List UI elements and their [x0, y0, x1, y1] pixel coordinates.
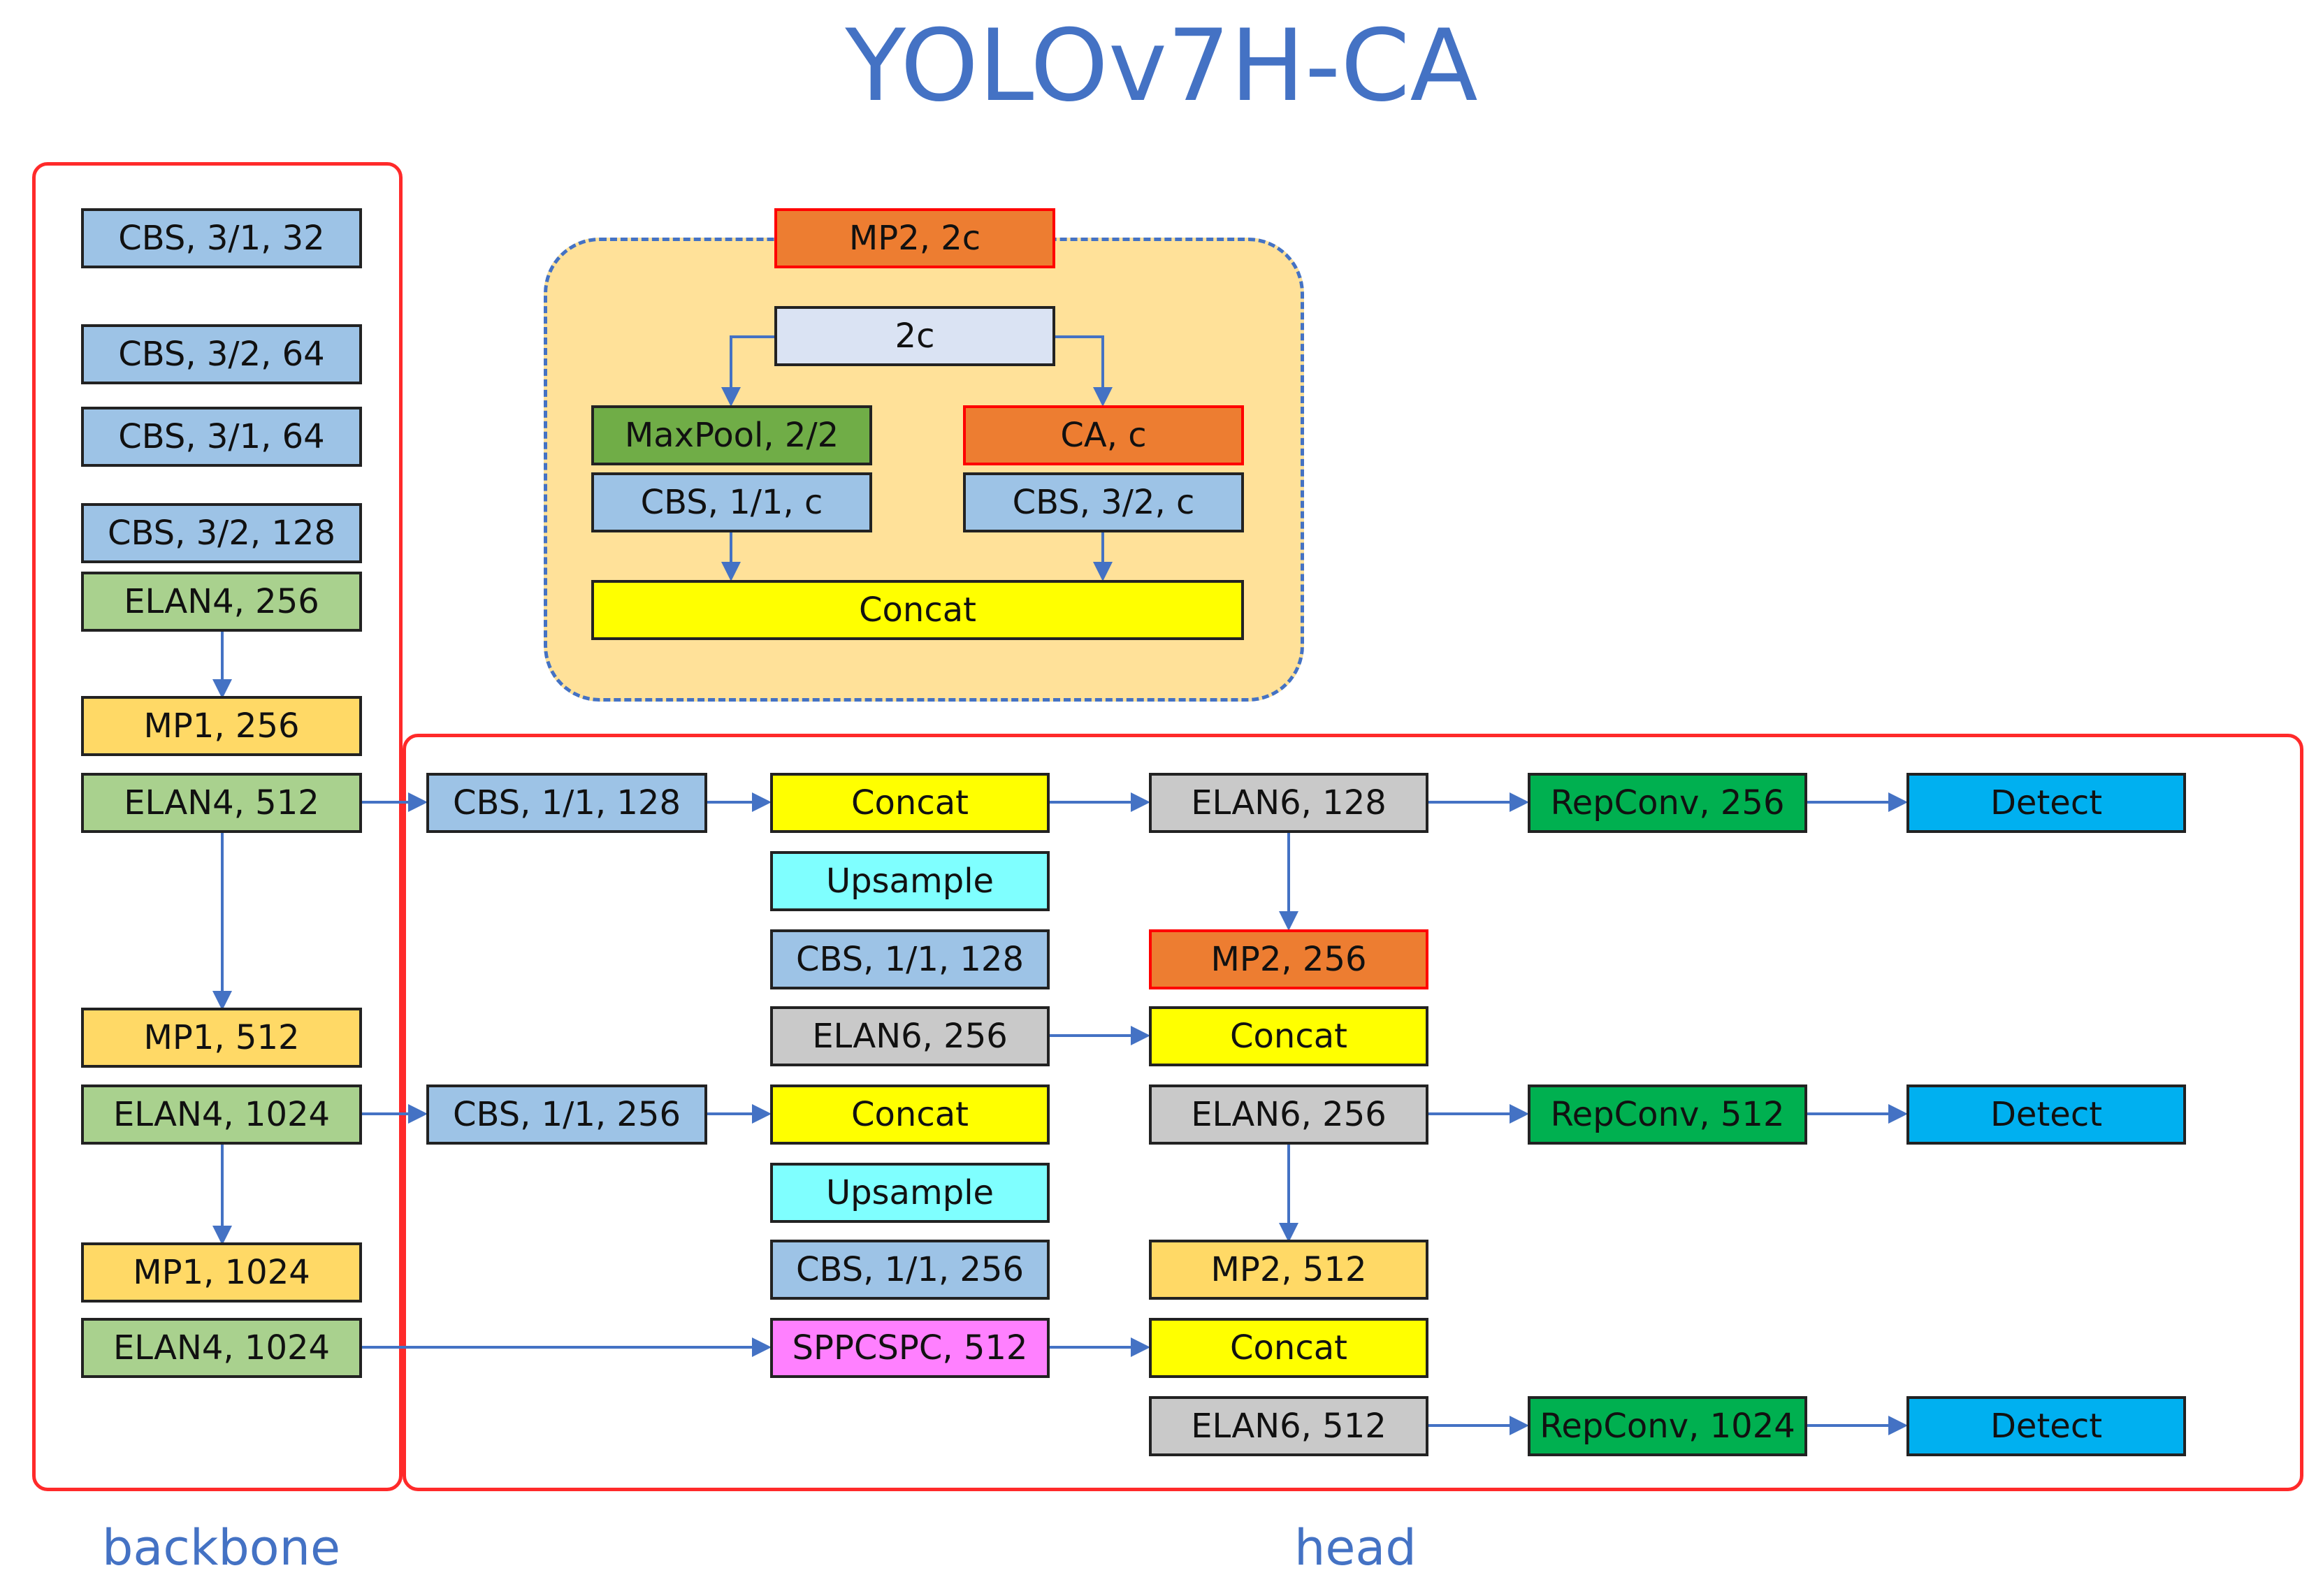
backbone-cbs-1: CBS, 3/1, 32 — [81, 208, 362, 268]
head-repconv-1024: RepConv, 1024 — [1528, 1396, 1807, 1456]
backbone-mp1-1024: MP1, 1024 — [81, 1242, 362, 1303]
head-elan6-128: ELAN6, 128 — [1149, 773, 1428, 833]
backbone-label: backbone — [102, 1519, 341, 1576]
head-cbs-256-b: CBS, 1/1, 256 — [770, 1240, 1050, 1300]
arrow-2c-maxpool — [721, 335, 774, 407]
head-cbs-128: CBS, 1/1, 128 — [426, 773, 707, 833]
backbone-mp1-256: MP1, 256 — [81, 696, 362, 756]
head-detect-2: Detect — [1906, 1084, 2186, 1145]
mp2-module-cbs-right: CBS, 3/2, c — [963, 472, 1244, 532]
diagram-title: YOLOv7H-CA — [845, 8, 1478, 124]
mp2-module-input: 2c — [774, 306, 1055, 366]
backbone-elan4-512: ELAN4, 512 — [81, 773, 362, 833]
backbone-elan4-1024-a: ELAN4, 1024 — [81, 1084, 362, 1145]
head-upsample-2: Upsample — [770, 1163, 1050, 1223]
head-mp2-512: MP2, 512 — [1149, 1240, 1428, 1300]
backbone-mp1-512: MP1, 512 — [81, 1008, 362, 1068]
arrow-2c-ca — [1054, 335, 1113, 407]
backbone-cbs-4: CBS, 3/2, 128 — [81, 503, 362, 563]
head-sppcspc-512: SPPCSPC, 512 — [770, 1318, 1050, 1378]
head-detect-3: Detect — [1906, 1396, 2186, 1456]
head-elan6-256-b: ELAN6, 256 — [1149, 1084, 1428, 1145]
mp2-module-header: MP2, 2c — [774, 208, 1055, 268]
head-concat-1: Concat — [770, 773, 1050, 833]
mp2-module-maxpool: MaxPool, 2/2 — [591, 405, 872, 465]
backbone-elan4-256: ELAN4, 256 — [81, 572, 362, 632]
head-repconv-256: RepConv, 256 — [1528, 773, 1807, 833]
head-upsample-1: Upsample — [770, 851, 1050, 911]
backbone-elan4-1024-b: ELAN4, 1024 — [81, 1318, 362, 1378]
backbone-region — [32, 162, 403, 1491]
head-concat-2: Concat — [770, 1084, 1050, 1145]
backbone-cbs-2: CBS, 3/2, 64 — [81, 324, 362, 384]
mp2-module-cbs-left: CBS, 1/1, c — [591, 472, 872, 532]
mp2-module-ca: CA, c — [963, 405, 1244, 465]
head-detect-1: Detect — [1906, 773, 2186, 833]
head-repconv-512: RepConv, 512 — [1528, 1084, 1807, 1145]
head-elan6-512: ELAN6, 512 — [1149, 1396, 1428, 1456]
backbone-cbs-3: CBS, 3/1, 64 — [81, 407, 362, 467]
head-concat-3: Concat — [1149, 1006, 1428, 1066]
head-mp2-256: MP2, 256 — [1149, 929, 1428, 989]
head-cbs-256: CBS, 1/1, 256 — [426, 1084, 707, 1145]
mp2-module-concat: Concat — [591, 580, 1244, 640]
head-concat-4: Concat — [1149, 1318, 1428, 1378]
head-elan6-256-a: ELAN6, 256 — [770, 1006, 1050, 1066]
head-cbs-128-b: CBS, 1/1, 128 — [770, 929, 1050, 989]
head-label: head — [1294, 1519, 1417, 1576]
